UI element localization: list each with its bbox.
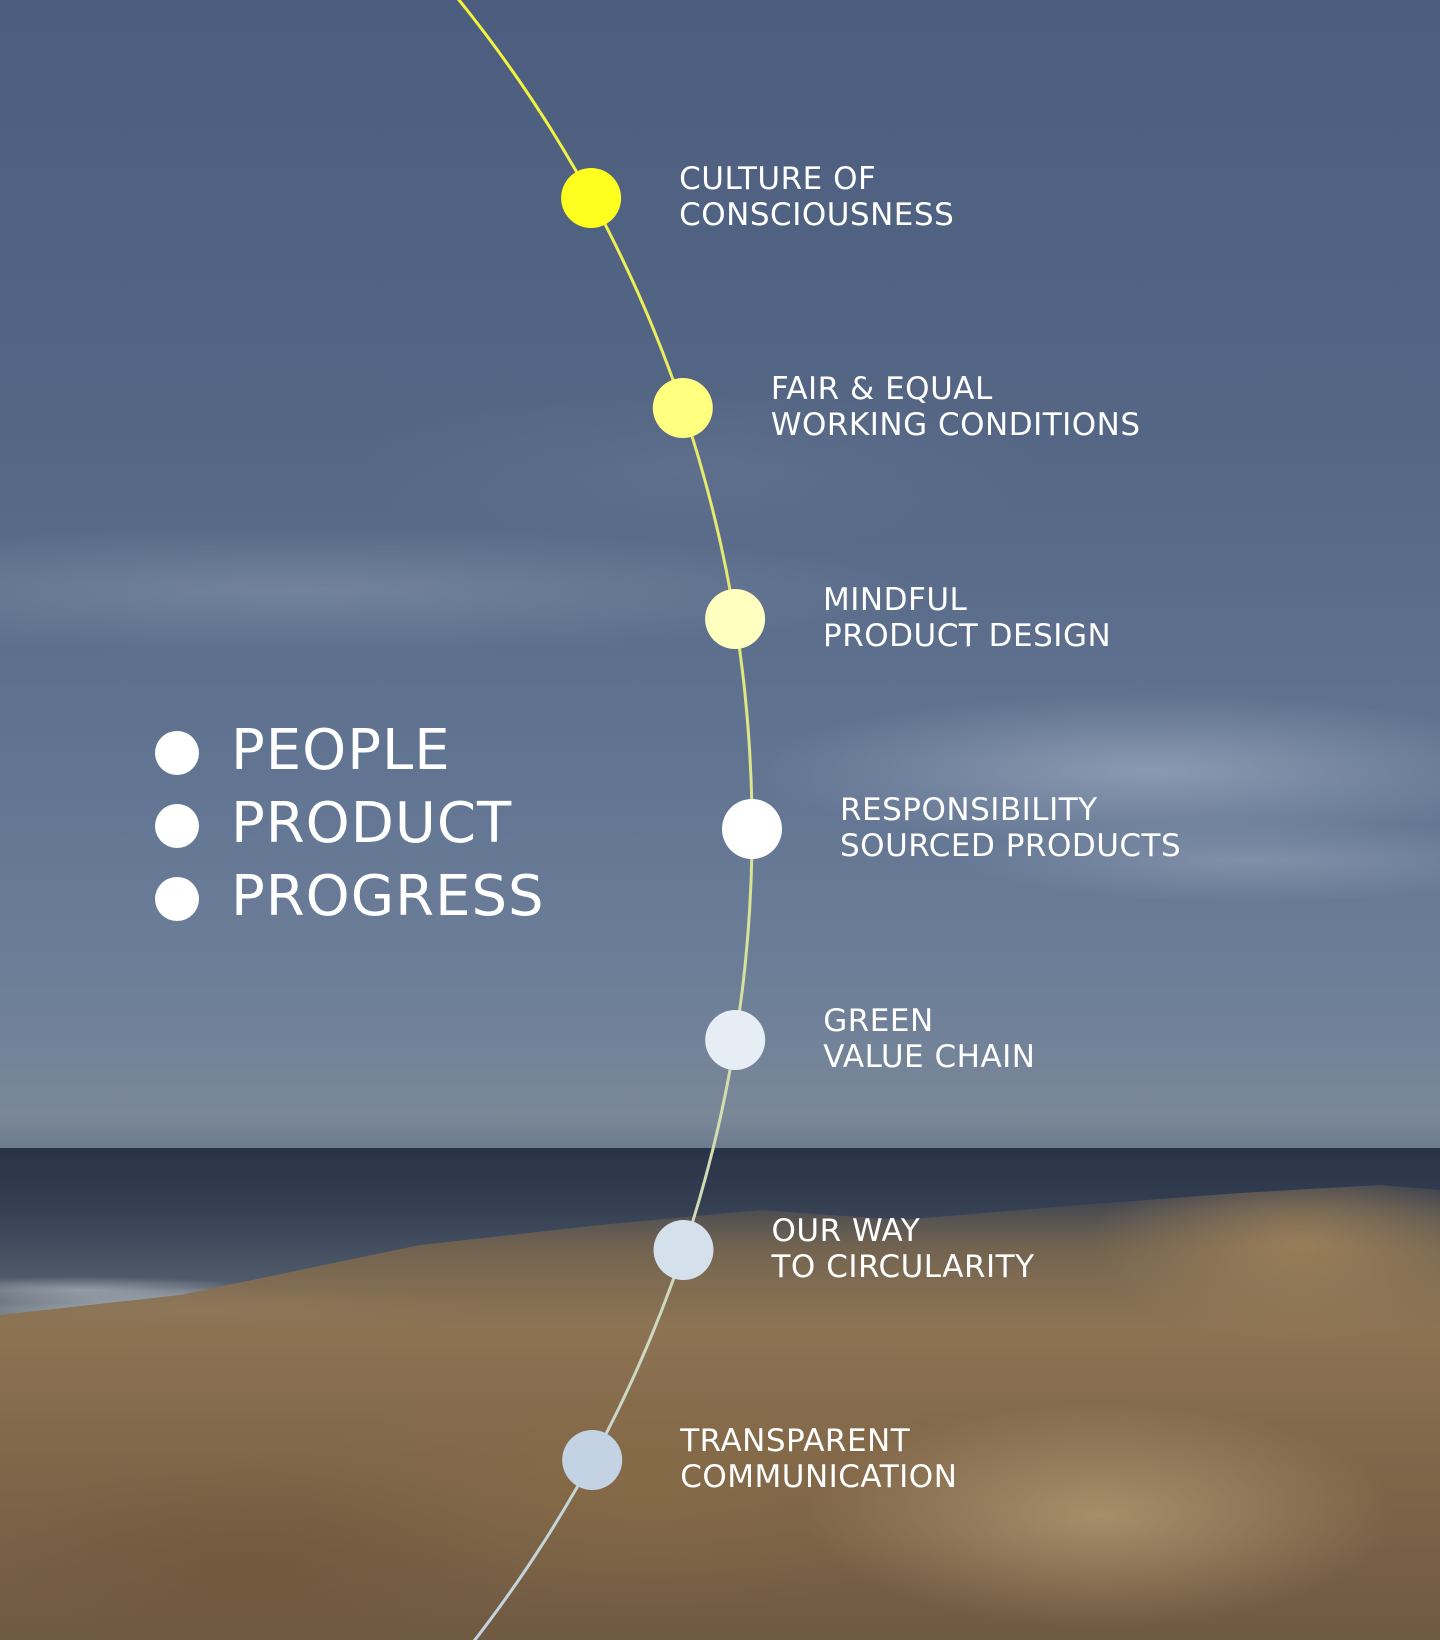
milestone-label-line2: TO CIRCULARITY <box>771 1249 1035 1285</box>
milestone-label-line2: COMMUNICATION <box>680 1459 958 1495</box>
milestone-dot-icon <box>722 799 782 859</box>
milestone-label-line2: SOURCED PRODUCTS <box>839 828 1182 864</box>
milestone-label-line1: FAIR & EQUAL <box>770 371 993 407</box>
milestone-label-line1: MINDFUL <box>823 582 968 618</box>
milestone-dot-icon <box>705 589 766 649</box>
milestone-label-line1: GREEN <box>823 1003 934 1039</box>
milestone-label-line1: OUR WAY <box>771 1213 921 1249</box>
pillar-label: PRODUCT <box>231 791 513 856</box>
milestone-dot-icon <box>653 1220 714 1280</box>
milestone-dot-icon <box>561 168 622 228</box>
pillar-bullet-icon <box>155 804 199 848</box>
milestone-label-line2: WORKING CONDITIONS <box>770 407 1141 443</box>
milestone-label-line2: CONSCIOUSNESS <box>679 197 955 233</box>
milestone-label-line1: CULTURE OF <box>679 161 877 197</box>
milestone-label-line1: TRANSPARENT <box>680 1423 911 1459</box>
milestone-label-line2: PRODUCT DESIGN <box>823 618 1112 654</box>
pillar-label: PROGRESS <box>231 864 545 929</box>
milestone-dot-icon <box>652 378 713 438</box>
milestone-dot-icon <box>705 1010 766 1070</box>
milestone-dots <box>561 168 782 1490</box>
pillar-label: PEOPLE <box>231 718 451 783</box>
milestone-dot-icon <box>562 1430 623 1490</box>
pillar-bullet-icon <box>155 731 199 775</box>
milestone-label-line1: RESPONSIBILITY <box>839 792 1098 828</box>
pillar-bullet-icon <box>155 877 199 921</box>
milestone-label-line2: VALUE CHAIN <box>823 1039 1036 1075</box>
